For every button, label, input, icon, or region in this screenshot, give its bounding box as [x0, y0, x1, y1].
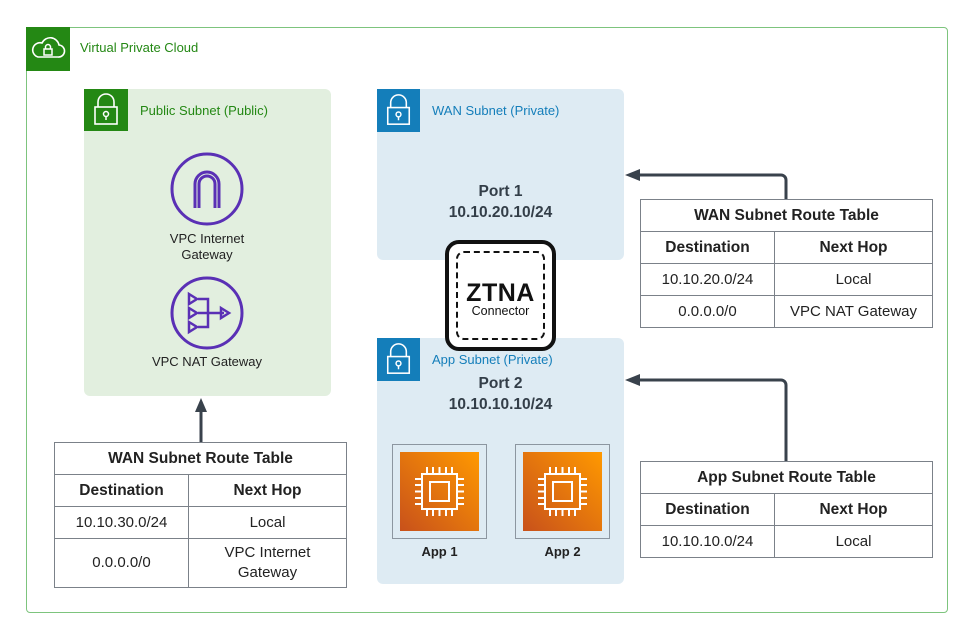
app-2-instance — [515, 444, 610, 539]
route-table-title: WAN Subnet Route Table — [54, 442, 347, 475]
destination-cell: 0.0.0.0/0 — [54, 538, 189, 588]
column-header-next-hop: Next Hop — [188, 474, 347, 507]
app-route-table: App Subnet Route Table Destination Next … — [640, 461, 933, 558]
label-line: VPC Internet — [169, 231, 245, 246]
app-1-instance — [392, 444, 487, 539]
column-header-destination: Destination — [54, 474, 189, 507]
next-hop-cell: VPC NAT Gateway — [774, 295, 933, 328]
next-hop-cell: Local — [774, 263, 933, 296]
lock-icon — [377, 338, 420, 381]
arrowhead-left — [625, 374, 640, 386]
internet-gateway-icon — [169, 151, 245, 227]
table-row: 10.10.20.0/24 Local — [640, 263, 933, 296]
port-2-info: Port 2 10.10.10.10/24 — [377, 373, 624, 415]
next-hop-text: VPC Internet Gateway — [224, 544, 311, 581]
column-header-destination: Destination — [640, 231, 775, 264]
column-header-next-hop: Next Hop — [774, 493, 933, 526]
cpu-instance-icon — [400, 452, 479, 531]
label-line: VPC NAT Gateway — [151, 354, 263, 369]
table-row: 0.0.0.0/0 VPC Internet Gateway — [54, 538, 347, 588]
wan-subnet-title: WAN Subnet (Private) — [432, 103, 560, 118]
port-ip: 10.10.20.10/24 — [448, 204, 553, 221]
table-row: 0.0.0.0/0 VPC NAT Gateway — [640, 295, 933, 328]
next-hop-cell: Local — [774, 525, 933, 558]
public-route-table: WAN Subnet Route Table Destination Next … — [54, 442, 347, 588]
cpu-instance-icon — [523, 452, 602, 531]
destination-cell: 10.10.30.0/24 — [54, 506, 189, 539]
destination-cell: 10.10.20.0/24 — [640, 263, 775, 296]
public-subnet — [84, 89, 331, 396]
column-header-next-hop: Next Hop — [774, 231, 933, 264]
ztna-subtitle: Connector — [471, 304, 530, 318]
arrowhead-up — [195, 398, 207, 412]
vpc-title: Virtual Private Cloud — [80, 40, 199, 55]
lock-icon — [84, 89, 128, 131]
table-row: 10.10.30.0/24 Local — [54, 506, 347, 539]
port-ip: 10.10.10.10/24 — [448, 396, 553, 413]
vpc-container — [26, 27, 948, 613]
nat-gateway-label: VPC NAT Gateway — [132, 354, 282, 370]
port-label: Port 1 — [478, 183, 523, 200]
ztna-title: ZTNA — [466, 279, 535, 307]
arrow-app-table-to-app-subnet — [638, 378, 788, 461]
next-hop-cell: VPC Internet Gateway — [188, 538, 347, 588]
internet-gateway-label: VPC Internet Gateway — [132, 231, 282, 263]
app-subnet-title: App Subnet (Private) — [432, 352, 553, 367]
arrow-wan-table-to-wan-subnet — [638, 173, 788, 199]
destination-cell: 10.10.10.0/24 — [640, 525, 775, 558]
port-1-info: Port 1 10.10.20.10/24 — [377, 181, 624, 223]
label-line: Gateway — [181, 247, 233, 262]
wan-route-table: WAN Subnet Route Table Destination Next … — [640, 199, 933, 328]
route-table-title: App Subnet Route Table — [640, 461, 933, 494]
port-label: Port 2 — [478, 375, 523, 392]
next-hop-cell: Local — [188, 506, 347, 539]
cloud-lock-icon — [26, 27, 70, 71]
table-row: 10.10.10.0/24 Local — [640, 525, 933, 558]
public-subnet-title: Public Subnet (Public) — [140, 103, 268, 118]
arrowhead-left — [625, 169, 640, 181]
ztna-connector-dashed-border — [456, 251, 545, 340]
app-1-label: App 1 — [421, 544, 458, 559]
destination-cell: 0.0.0.0/0 — [640, 295, 775, 328]
route-table-title: WAN Subnet Route Table — [640, 199, 933, 232]
nat-gateway-icon — [169, 275, 245, 351]
app-2-label: App 2 — [544, 544, 581, 559]
lock-icon — [377, 89, 420, 132]
column-header-destination: Destination — [640, 493, 775, 526]
